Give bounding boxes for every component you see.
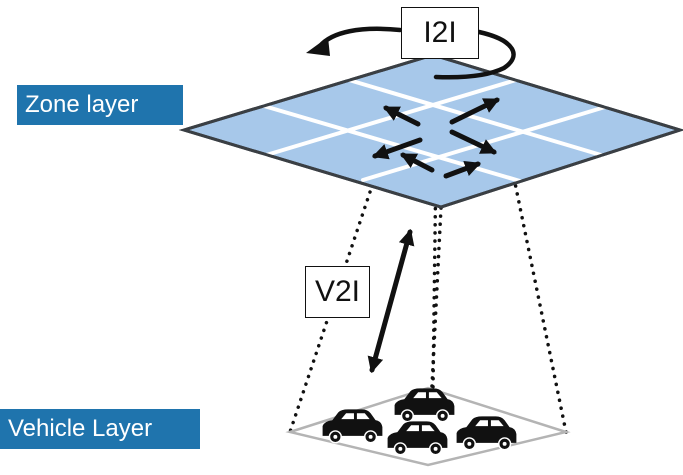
zone-layer-label: Zone layer bbox=[17, 85, 183, 125]
v2i-label: V2I bbox=[305, 266, 370, 318]
projection-line-center bbox=[430, 158, 438, 467]
zone-interaction-arrows bbox=[371, 97, 500, 179]
projection-line-front bbox=[426, 206, 443, 467]
i2i-label: I2I bbox=[401, 7, 479, 59]
zone-plane bbox=[178, 53, 683, 209]
projection-line-left bbox=[288, 190, 372, 434]
rotation-arrow-icon bbox=[306, 26, 516, 80]
vehicle-layer-label: Vehicle Layer bbox=[0, 409, 200, 449]
zone-grid bbox=[178, 53, 683, 209]
projection-line-right bbox=[512, 176, 568, 434]
projection-lines bbox=[288, 158, 568, 467]
double-arrow-icon bbox=[367, 228, 415, 374]
